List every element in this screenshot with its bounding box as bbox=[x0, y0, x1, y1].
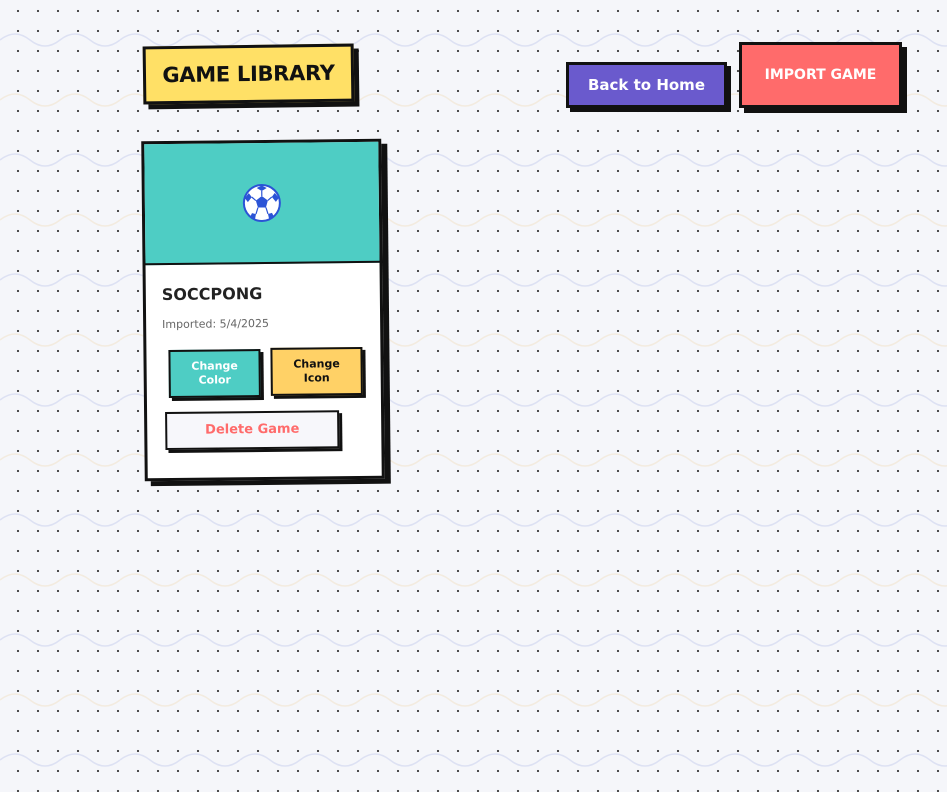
delete-game-button[interactable]: Delete Game bbox=[165, 410, 340, 451]
back-to-home-button[interactable]: Back to Home bbox=[566, 62, 727, 108]
soccer-ball-icon bbox=[242, 183, 281, 222]
game-imported-date: Imported: 5/4/2025 bbox=[162, 316, 270, 332]
change-icon-button[interactable]: Change Icon bbox=[270, 346, 363, 396]
page-title-box: GAME LIBRARY bbox=[142, 43, 355, 105]
change-color-button[interactable]: Change Color bbox=[168, 349, 261, 398]
import-game-button[interactable]: IMPORT GAME bbox=[739, 42, 902, 108]
game-card[interactable]: SOCCPONG Imported: 5/4/2025 Change Color… bbox=[141, 138, 385, 482]
game-title: SOCCPONG bbox=[161, 284, 263, 305]
game-card-header bbox=[144, 141, 380, 266]
page-title: GAME LIBRARY bbox=[162, 60, 335, 88]
